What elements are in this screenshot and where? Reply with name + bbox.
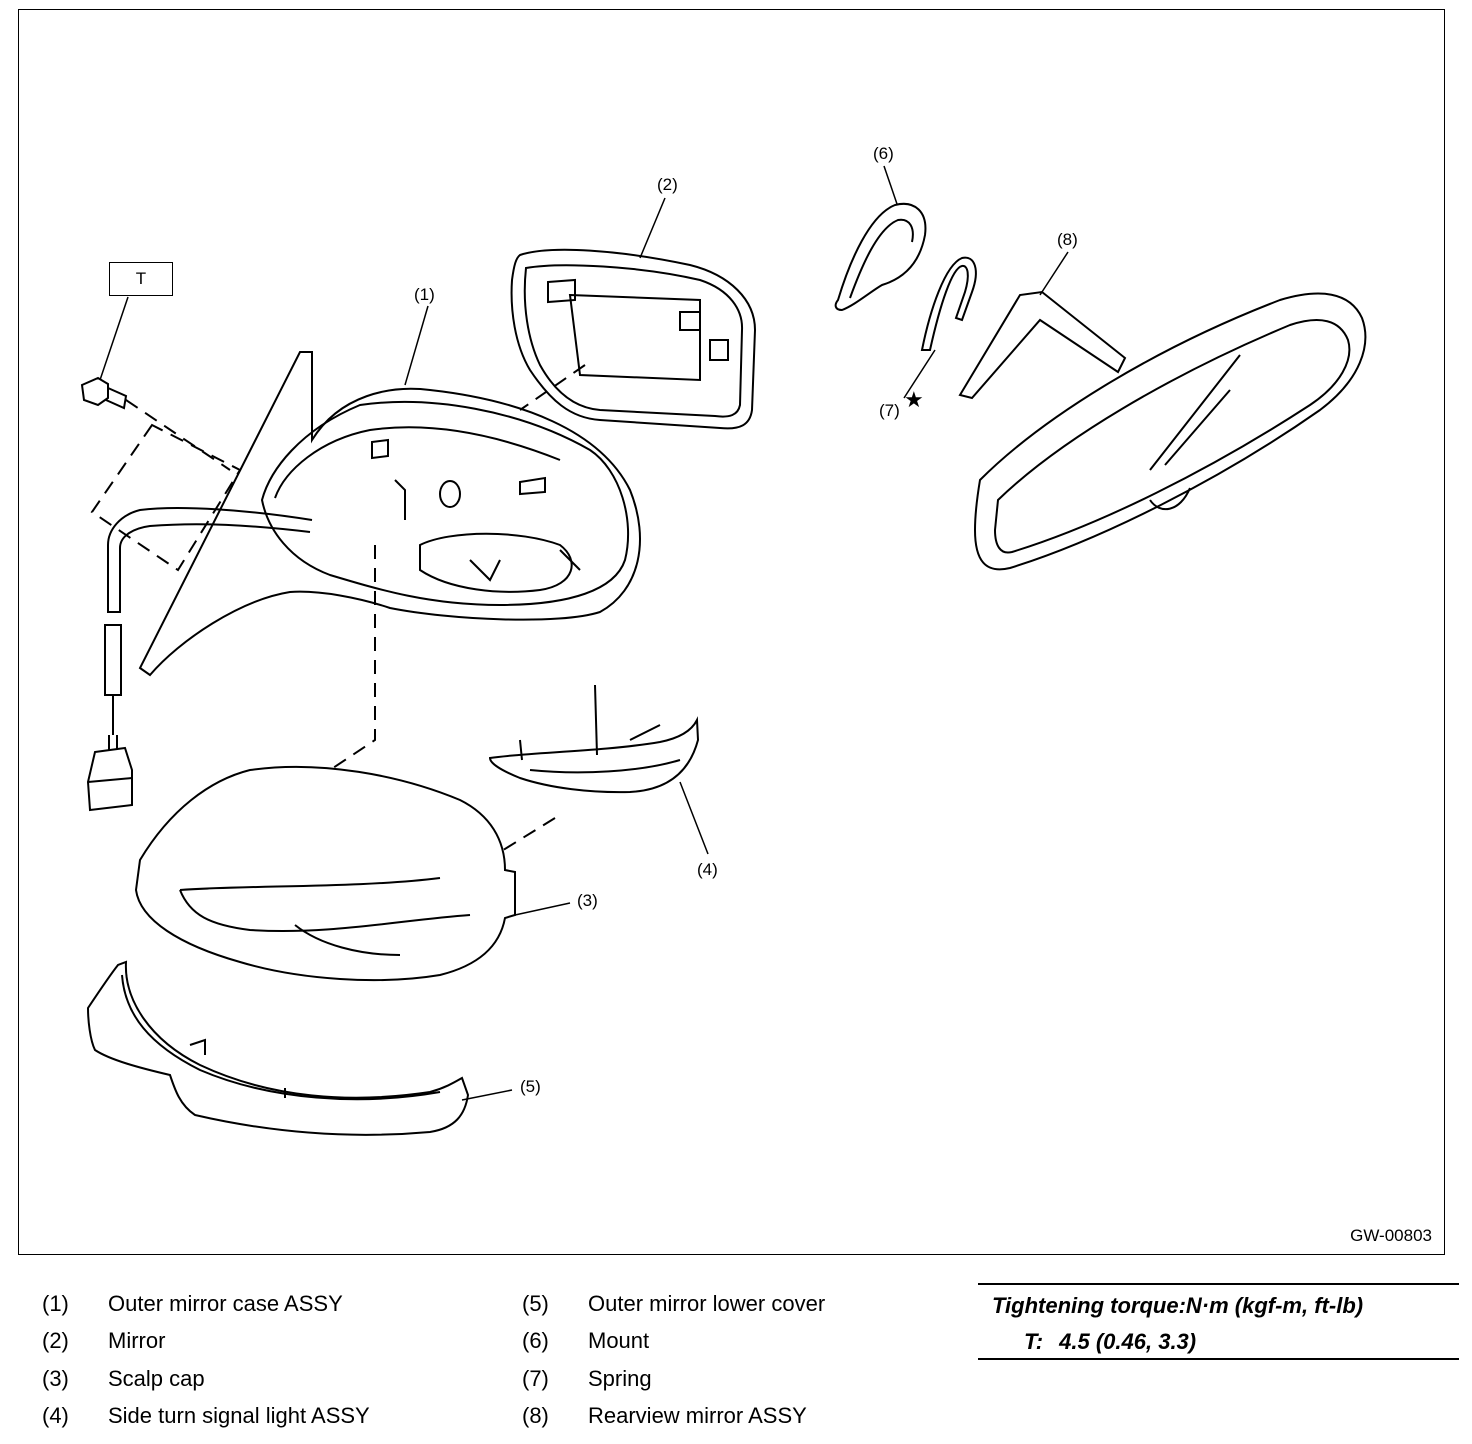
callout-7: (7) [879,401,900,420]
scalp-cap-part [134,765,516,982]
outer-mirror-case-part [86,351,641,812]
legend-label: Rearview mirror ASSY [588,1403,807,1428]
callout-6: (6) [873,144,894,163]
callout-5: (5) [520,1077,541,1096]
legend-number: (4) [42,1403,69,1428]
bolt-part [80,376,128,410]
torque-spec-box: Tightening torque:N·m (kgf-m, ft-lb) T: 4… [978,1283,1459,1360]
exploded-parts-diagram [80,165,1367,1136]
lower-cover-part [86,960,470,1136]
leader-lines [99,165,1069,1101]
torque-title: Tightening torque:N·m (kgf-m, ft-lb) [992,1293,1364,1318]
callout-4: (4) [697,860,718,879]
legend-number: (3) [42,1366,69,1391]
callout-8: (8) [1057,230,1078,249]
figure-frame: T GW-00803 [18,9,1445,1255]
legend-label: Mirror [108,1328,166,1353]
spring-part [920,256,977,351]
figure-id: GW-00803 [1350,1226,1432,1245]
legend-label: Outer mirror lower cover [588,1291,826,1316]
assembly-guide-lines [90,364,586,853]
rearview-mirror-part [958,290,1367,571]
legend-number: (7) [522,1366,549,1391]
legend-label: Mount [588,1328,650,1353]
callout-1: (1) [414,285,435,304]
mount-part [834,202,927,312]
legend-label: Outer mirror case ASSY [108,1291,343,1316]
legend-number: (2) [42,1328,69,1353]
turn-signal-part [488,684,700,794]
legend-label: Scalp cap [108,1366,205,1391]
legend-number: (8) [522,1403,549,1428]
legend-label: Side turn signal light ASSY [108,1403,370,1428]
mirror-part [510,248,757,430]
legend-number: (6) [522,1328,549,1353]
callout-3: (3) [577,891,598,910]
legend-number: (1) [42,1291,69,1316]
legend-number: (5) [522,1291,549,1316]
callout-2: (2) [657,175,678,194]
torque-tag-box: T [109,262,173,296]
torque-tag: T: [1024,1329,1044,1354]
legend-label: Spring [588,1366,652,1391]
star-symbol: ★ [904,387,924,412]
torque-value-line: T: 4.5 (0.46, 3.3) [1024,1329,1212,1355]
torque-value: 4.5 (0.46, 3.3) [1059,1329,1197,1354]
